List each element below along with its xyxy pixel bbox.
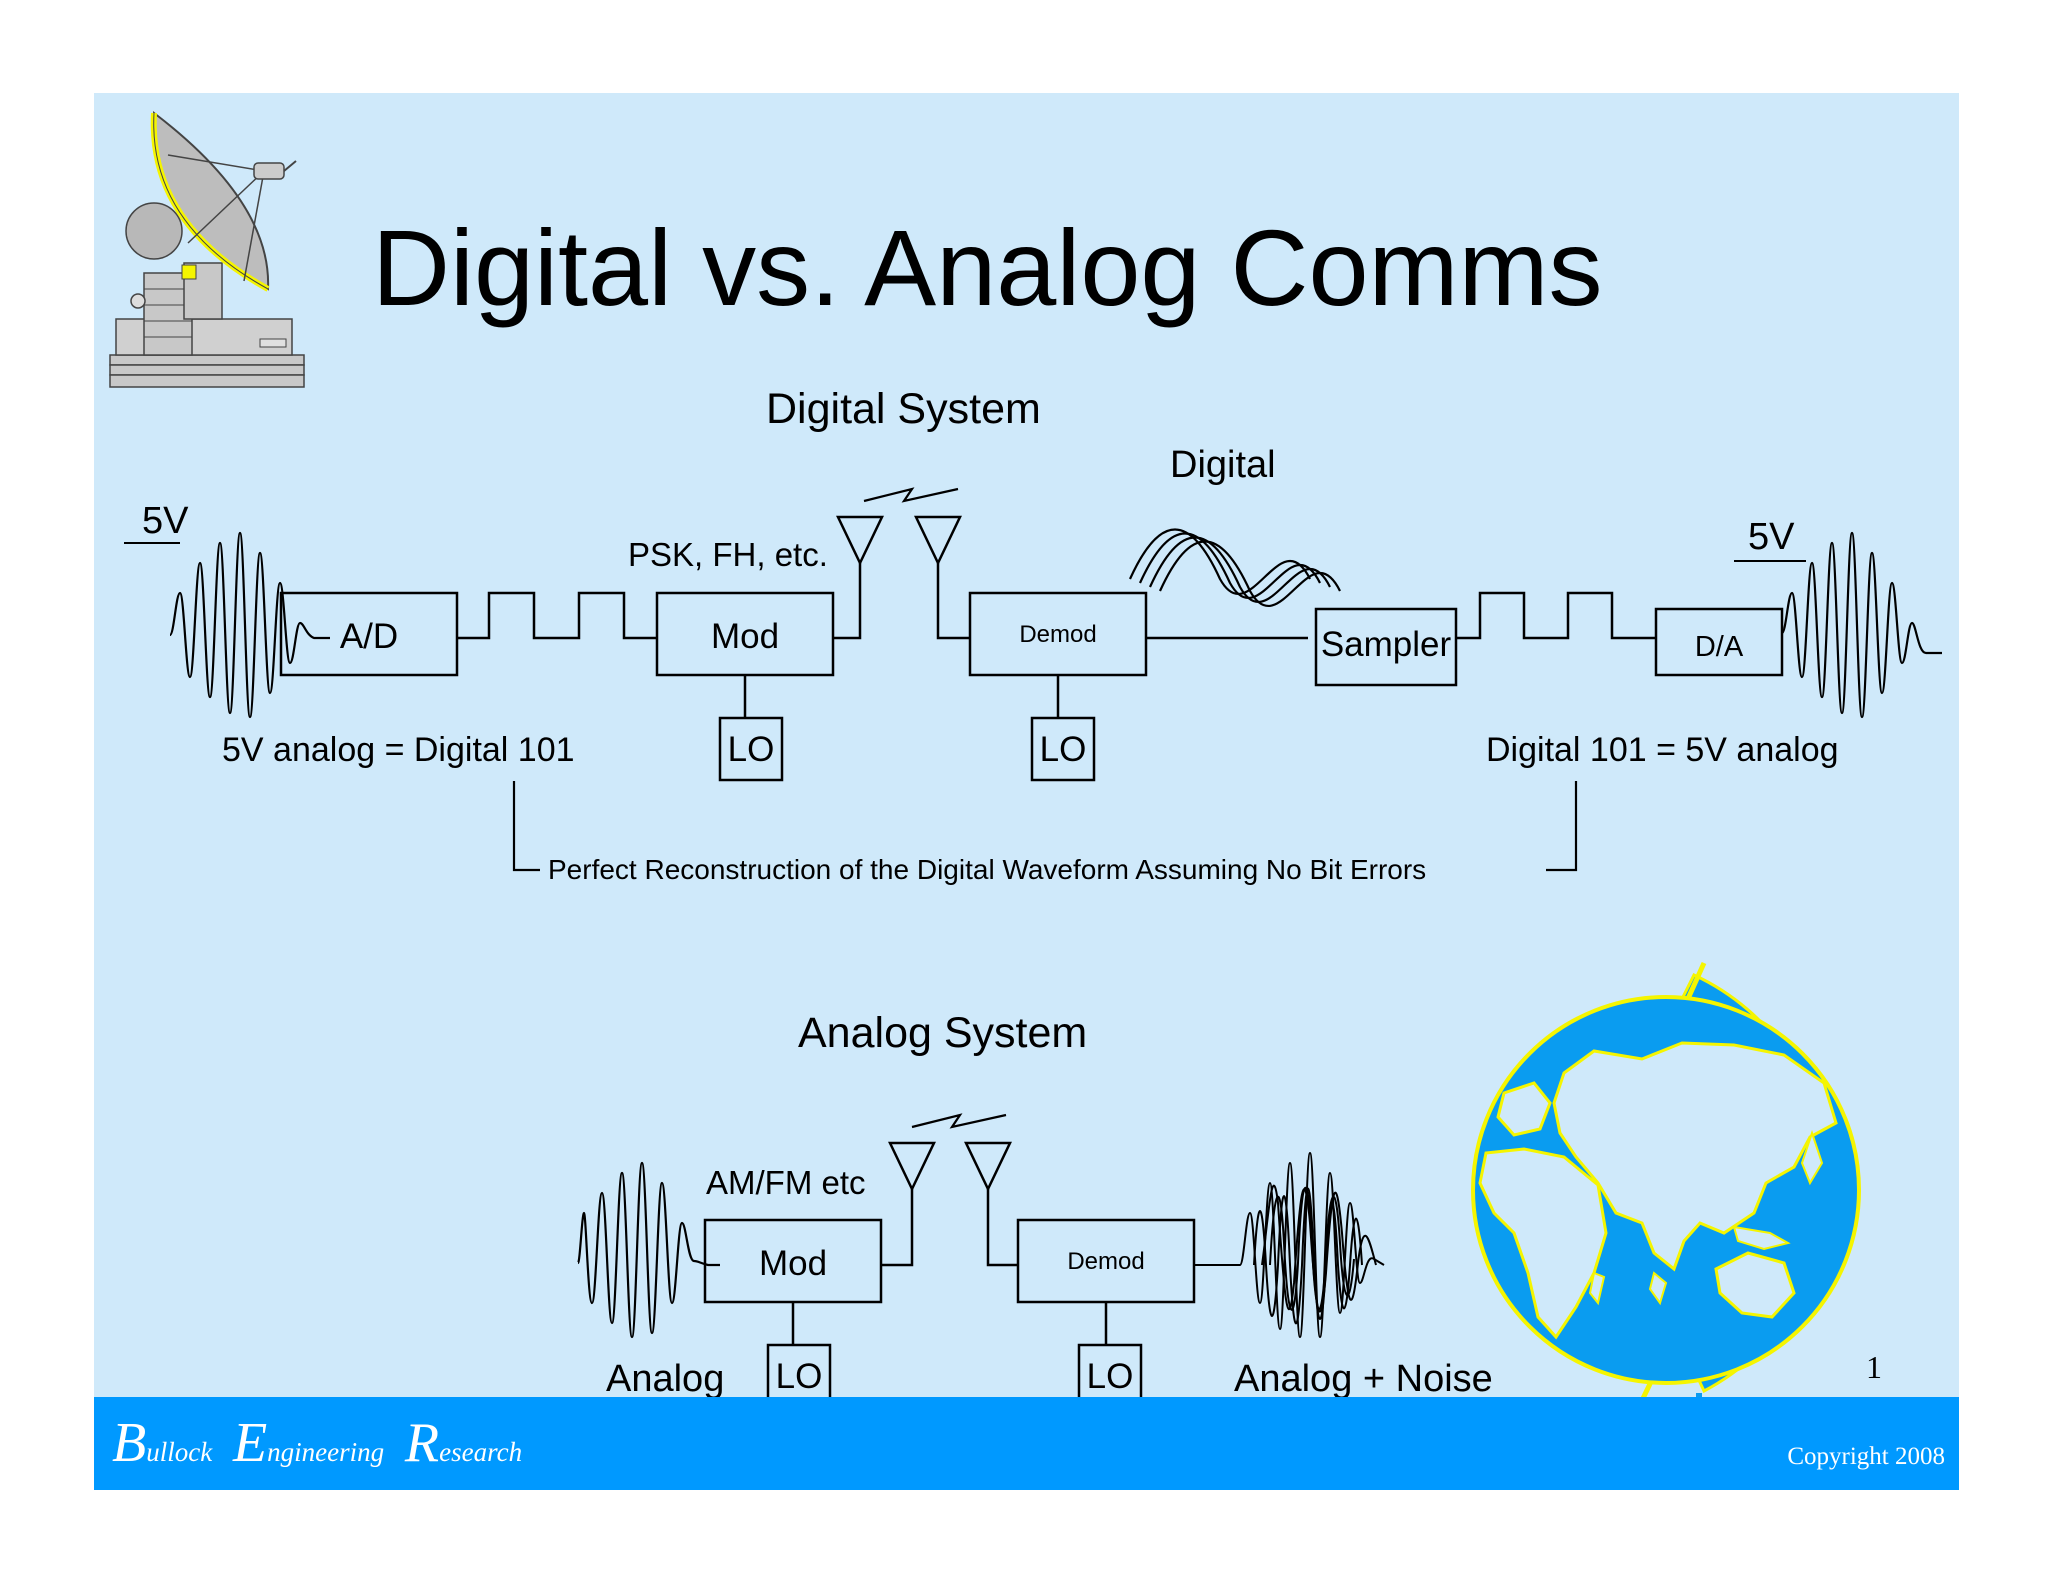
- reconstruction-bracket-left: [512, 781, 540, 872]
- da-block-label: D/A: [1695, 631, 1744, 663]
- analog-modulation-label: AM/FM etc: [706, 1164, 866, 1201]
- noisy-output-waveform: [1194, 1151, 1385, 1339]
- output-level-label: 5V: [1748, 516, 1795, 558]
- da-converter-block: [1654, 607, 1784, 677]
- ad-block-label: A/D: [340, 617, 398, 656]
- rx-equation: Digital 101 = 5V analog: [1486, 731, 1839, 769]
- digital-mod-label: Mod: [711, 617, 779, 656]
- slide: Digital vs. Analog Comms Digital System …: [94, 93, 1959, 1490]
- globe-icon: [1471, 961, 1861, 1397]
- digital-lo-tx-block: [718, 716, 784, 782]
- brand-r-rest: esearch: [439, 1437, 523, 1467]
- analog-wireless-link: [911, 1113, 1007, 1129]
- reconstruction-bracket-right: [1546, 781, 1578, 872]
- satellite-dish-icon: [109, 111, 305, 388]
- diagram-canvas: Digital vs. Analog Comms Digital System …: [109, 111, 1942, 1397]
- analog-system-input-waveform: [576, 1161, 720, 1339]
- digital-modulation-label: PSK, FH, etc.: [628, 536, 828, 573]
- digital-lo-rx-label: LO: [1040, 730, 1087, 769]
- analog-tx-antenna: [881, 1141, 936, 1267]
- reconstruction-note: Perfect Reconstruction of the Digital Wa…: [548, 854, 1426, 885]
- analog-lo-tx-block: [766, 1343, 832, 1397]
- digital-system-heading: Digital System: [766, 385, 1041, 433]
- digital-pulse-train-tx: [457, 591, 657, 640]
- digital-lo-rx-block: [1030, 716, 1096, 782]
- ad-converter-block: [279, 591, 459, 677]
- copyright-text: Copyright 2008: [1787, 1443, 1945, 1470]
- analog-lo-rx-label: LO: [1087, 1357, 1134, 1396]
- digital-pulse-train-rx: [1456, 591, 1656, 640]
- brand-e-cap: E: [232, 1412, 268, 1474]
- page-title: Digital vs. Analog Comms: [372, 207, 1602, 328]
- analog-demod-label: Demod: [1067, 1248, 1144, 1275]
- input-level-label: 5V: [142, 500, 189, 542]
- digital-channel-waves: [1128, 528, 1341, 608]
- digital-rx-antenna: [914, 515, 970, 640]
- tx-equation: 5V analog = Digital 101: [222, 731, 575, 769]
- brand-r-cap: R: [404, 1412, 440, 1474]
- brand-b-rest: ullock: [146, 1437, 213, 1467]
- analog-lo-tx-label: LO: [776, 1357, 823, 1396]
- digital-tx-antenna: [833, 515, 884, 640]
- brand-e-rest: ngineering: [267, 1437, 385, 1467]
- analog-output-waveform: 5V: [1734, 516, 1942, 719]
- analog-input-label: Analog: [606, 1358, 724, 1397]
- company-brand: Bullock Engineering Research: [112, 1411, 536, 1475]
- digital-demod-label: Demod: [1019, 621, 1096, 648]
- digital-wireless-link: [863, 487, 959, 503]
- page-number: 1: [1866, 1349, 1882, 1385]
- analog-lo-rx-block: [1077, 1343, 1143, 1397]
- analog-system-heading: Analog System: [798, 1009, 1087, 1057]
- analog-input-waveform: 5V: [124, 500, 330, 719]
- analog-rx-antenna: [964, 1141, 1018, 1267]
- analog-output-label: Analog + Noise: [1234, 1358, 1493, 1397]
- sampler-block: [1314, 607, 1458, 687]
- digital-channel-label: Digital: [1170, 444, 1276, 486]
- sampler-label: Sampler: [1321, 625, 1452, 664]
- digital-lo-tx-label: LO: [728, 730, 775, 769]
- footer-bar: [94, 1397, 1959, 1490]
- analog-mod-label: Mod: [759, 1244, 827, 1283]
- brand-b-cap: B: [112, 1412, 147, 1474]
